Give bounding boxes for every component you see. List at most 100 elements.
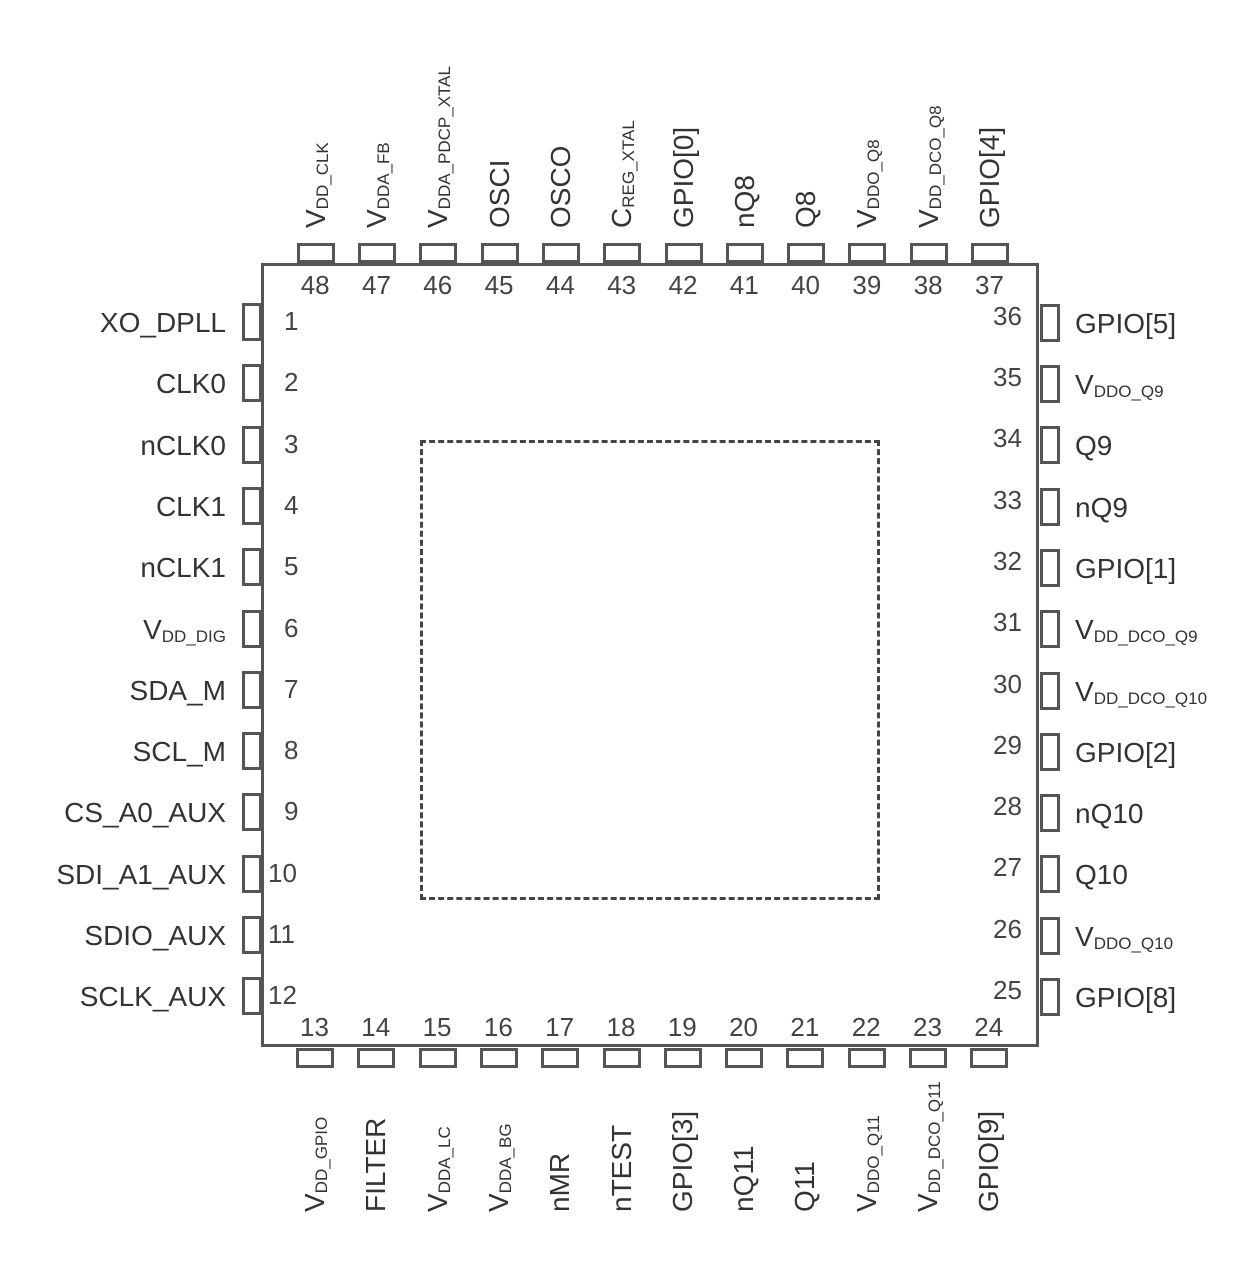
pin-name: V <box>143 613 162 645</box>
pin-label: Q8 <box>790 191 821 228</box>
pin-name: GPIO[3] <box>666 1110 698 1212</box>
pin-pad <box>242 670 262 709</box>
pin-pad <box>971 243 1009 263</box>
pin-name-subscript: DDO_Q8 <box>864 139 884 210</box>
pin-name: OSCI <box>483 159 515 228</box>
pin-pad <box>1040 916 1060 955</box>
pin-name: V <box>1075 614 1094 646</box>
pin-name: V <box>421 1193 453 1212</box>
pin-label: nCLK1 <box>140 554 226 582</box>
pin-pad <box>847 1048 886 1068</box>
pin-number: 31 <box>993 607 1022 638</box>
pin-number: 35 <box>993 362 1022 392</box>
pin-pad <box>419 243 458 263</box>
pin-name: SDIO_AUX <box>84 920 226 951</box>
pin-pad <box>1040 978 1060 1016</box>
pin-name: GPIO[1] <box>1075 552 1177 584</box>
pin-name: V <box>361 209 392 228</box>
pin-name: Q11 <box>789 1161 821 1212</box>
pin-pad <box>242 486 262 525</box>
pin-name: V <box>422 209 454 228</box>
pin-name: GPIO[4] <box>974 126 1005 228</box>
pin-number: 26 <box>993 913 1022 944</box>
pin-name-subscript: DDO_Q9 <box>1093 382 1164 401</box>
pin-label: SDI_A1_AUX <box>56 858 226 890</box>
pin-number: 41 <box>729 270 759 300</box>
pin-label: nQ11 <box>728 1145 760 1212</box>
pin-pad <box>296 243 335 263</box>
pin-name: FILTER <box>360 1117 392 1212</box>
pin-pad <box>1040 671 1060 710</box>
pin-label: VDDA_LC <box>421 1126 454 1212</box>
pin-name: V <box>482 1193 514 1212</box>
pin-name: CLK0 <box>155 368 226 400</box>
pin-number: 27 <box>993 852 1022 883</box>
pin-number: 45 <box>484 270 514 300</box>
pin-pad <box>296 1048 334 1068</box>
pin-pad <box>242 732 262 771</box>
pin-name: V <box>1075 920 1094 952</box>
pin-name-subscript: DD_DCO_Q10 <box>1093 688 1208 708</box>
pin-name: nQ11 <box>728 1145 760 1212</box>
pin-number: 22 <box>851 1012 881 1042</box>
pin-name: XO_DPLL <box>99 307 226 338</box>
pin-number: 9 <box>284 796 299 827</box>
pin-name: V <box>912 1193 943 1212</box>
pin-pad <box>242 977 262 1016</box>
pin-pad <box>541 1048 580 1068</box>
pin-number: 6 <box>284 612 299 643</box>
pin-number: 20 <box>729 1012 759 1042</box>
pin-pad <box>1040 732 1060 771</box>
pin-name-subscript: DD_GPIO <box>312 1116 331 1194</box>
pin-number: 18 <box>606 1012 636 1042</box>
pin-number: 3 <box>284 428 299 459</box>
pin-label: SDIO_AUX <box>84 922 226 950</box>
pin-pad <box>725 243 764 263</box>
pin-number: 5 <box>284 551 299 582</box>
pin-number: 16 <box>483 1012 513 1042</box>
pin-name-subscript: DDA_LC <box>434 1126 454 1194</box>
pin-name-subscript: DDO_Q10 <box>1093 933 1174 953</box>
pin-number: 17 <box>545 1012 575 1042</box>
pin-name: V <box>1075 369 1094 400</box>
pin-name-subscript: DDA_FB <box>374 142 393 210</box>
pin-pad <box>725 1048 764 1068</box>
pin-name: Q9 <box>1075 430 1113 462</box>
pin-name: GPIO[9] <box>973 1110 1005 1212</box>
pin-pad <box>909 243 948 263</box>
pin-label: GPIO[8] <box>1075 984 1176 1012</box>
pin-pad <box>242 425 262 464</box>
pin-label: VDD_DCO_Q8 <box>912 105 945 228</box>
pin-name: SDI_A1_AUX <box>56 858 226 890</box>
pin-label: GPIO[2] <box>1075 738 1176 767</box>
pin-pad <box>1040 365 1060 403</box>
pin-pad <box>1040 487 1060 526</box>
pin-name: CLK1 <box>155 490 226 522</box>
pin-name: V <box>912 209 944 228</box>
pin-label: nTEST <box>606 1125 637 1212</box>
pin-name-subscript: DDA_BG <box>495 1123 515 1194</box>
pin-name: Q10 <box>1075 859 1128 891</box>
pin-label: VDDO_Q8 <box>851 139 884 228</box>
pin-number: 15 <box>422 1012 452 1042</box>
pin-label: SCL_M <box>133 738 226 766</box>
pin-number: 14 <box>361 1012 391 1042</box>
pin-name: nCLK1 <box>140 552 226 584</box>
pin-name: nQ8 <box>728 175 760 228</box>
pin-label: VDD_CLK <box>300 142 332 228</box>
pin-label: nQ9 <box>1075 493 1128 522</box>
pin-name-subscript: DDA_PDCP_XTAL <box>435 66 455 210</box>
pin-name-subscript: REG_XTAL <box>619 120 639 208</box>
pin-number: 4 <box>284 489 299 520</box>
pin-name-subscript: DD_DCO_Q11 <box>925 1081 944 1194</box>
pin-label: Q11 <box>789 1161 821 1212</box>
pin-label: VDD_DCO_Q11 <box>912 1081 944 1212</box>
pin-name: GPIO[5] <box>1075 307 1177 339</box>
pin-number: 28 <box>993 791 1022 822</box>
pin-label: nCLK0 <box>140 429 226 461</box>
pin-pad <box>418 1048 457 1068</box>
pin-label: VDDO_Q10 <box>1075 920 1174 953</box>
pin-number: 40 <box>791 270 821 300</box>
pin-label: VDDA_FB <box>361 142 393 228</box>
pin-name: nCLK0 <box>140 429 226 461</box>
